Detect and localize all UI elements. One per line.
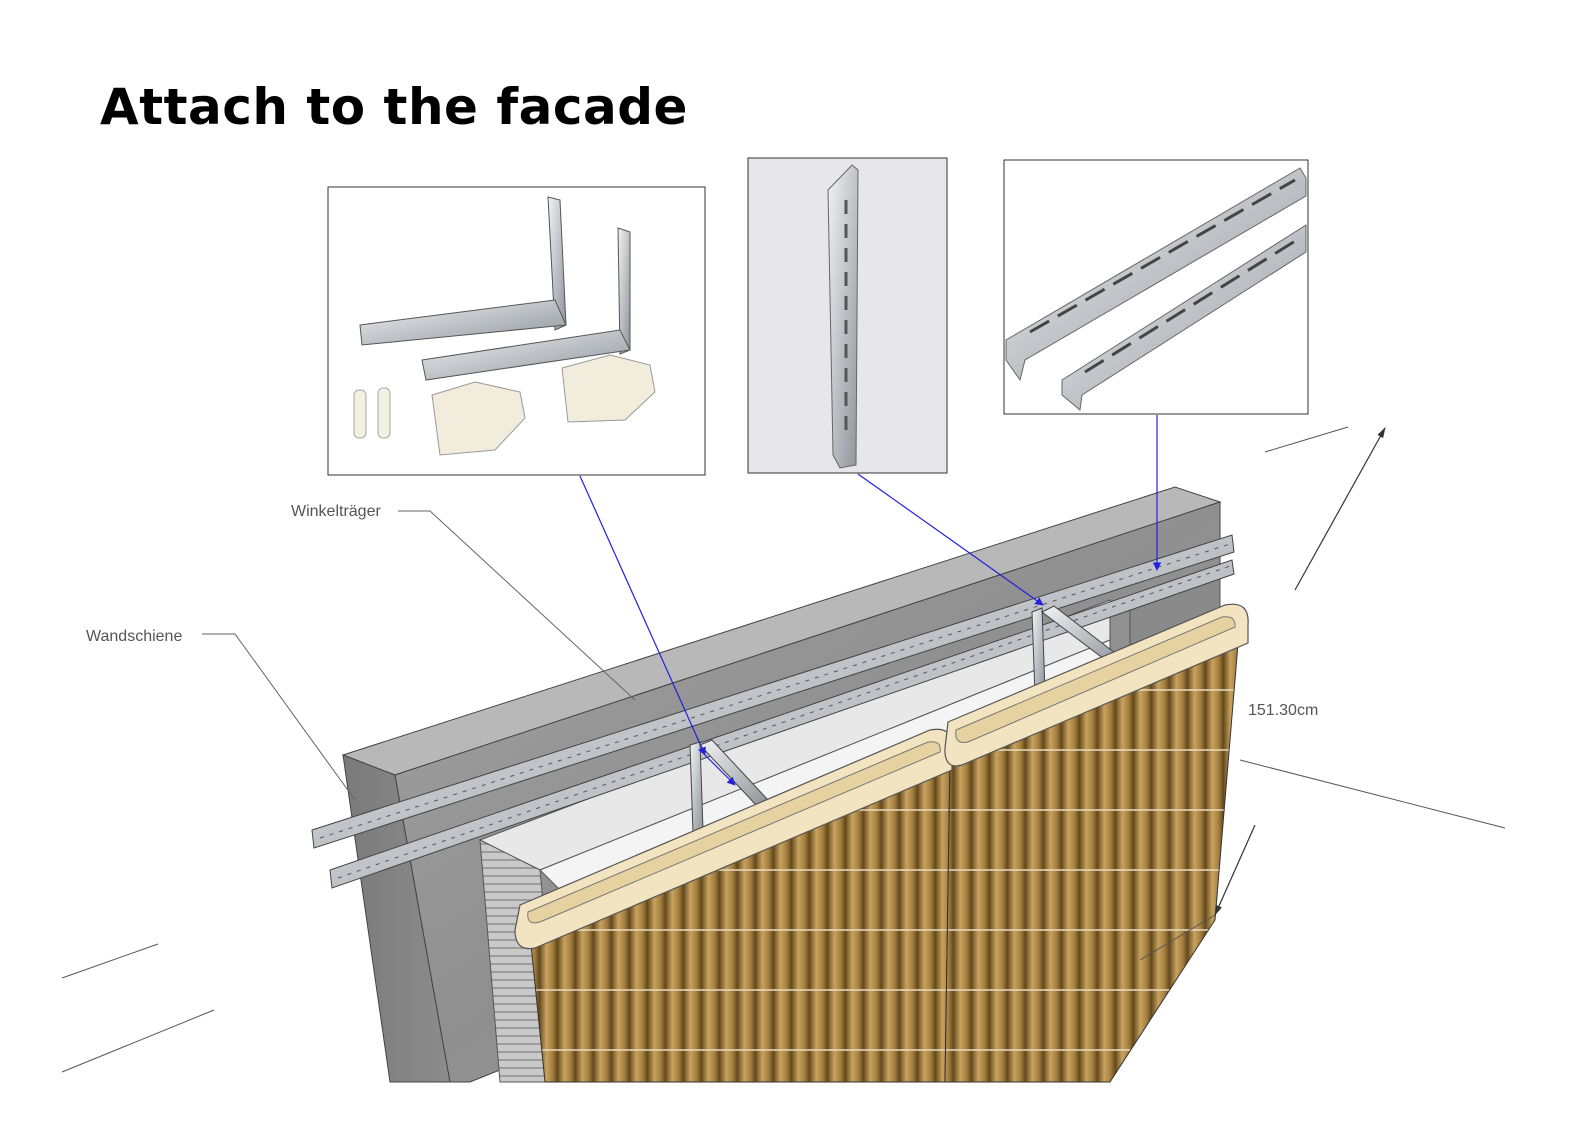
- inset-brackets-photo: [327, 186, 706, 476]
- planter-trough-right: [944, 603, 1249, 767]
- label-winkeltraeger: Winkelträger: [291, 503, 381, 520]
- inset-slotted-rails-photo: [1003, 159, 1309, 415]
- label-wandschiene: Wandschiene: [86, 628, 182, 645]
- plastic-clip-icon: [431, 354, 656, 456]
- wall-plug-icon: [353, 387, 391, 439]
- angle-bracket-left: [689, 739, 769, 834]
- dimension-label: 151.30cm: [1248, 702, 1318, 719]
- page-title: Attach to the facade: [100, 78, 688, 136]
- leader-arrows: [579, 415, 1162, 786]
- leader-arrow-brackets: [579, 475, 706, 756]
- wall-rail: [311, 534, 1235, 889]
- planter-trough-left: [514, 728, 953, 950]
- l-bracket-icon: [359, 196, 631, 381]
- leader-arrow-vertical-rail: [857, 473, 1044, 606]
- label-leaders: [202, 510, 636, 801]
- dimension-line: [1139, 426, 1506, 961]
- ground-lines: [61, 943, 215, 1073]
- leader-arrow-brackets-tip: [704, 754, 736, 786]
- inset-vertical-rail-photo: [747, 157, 948, 474]
